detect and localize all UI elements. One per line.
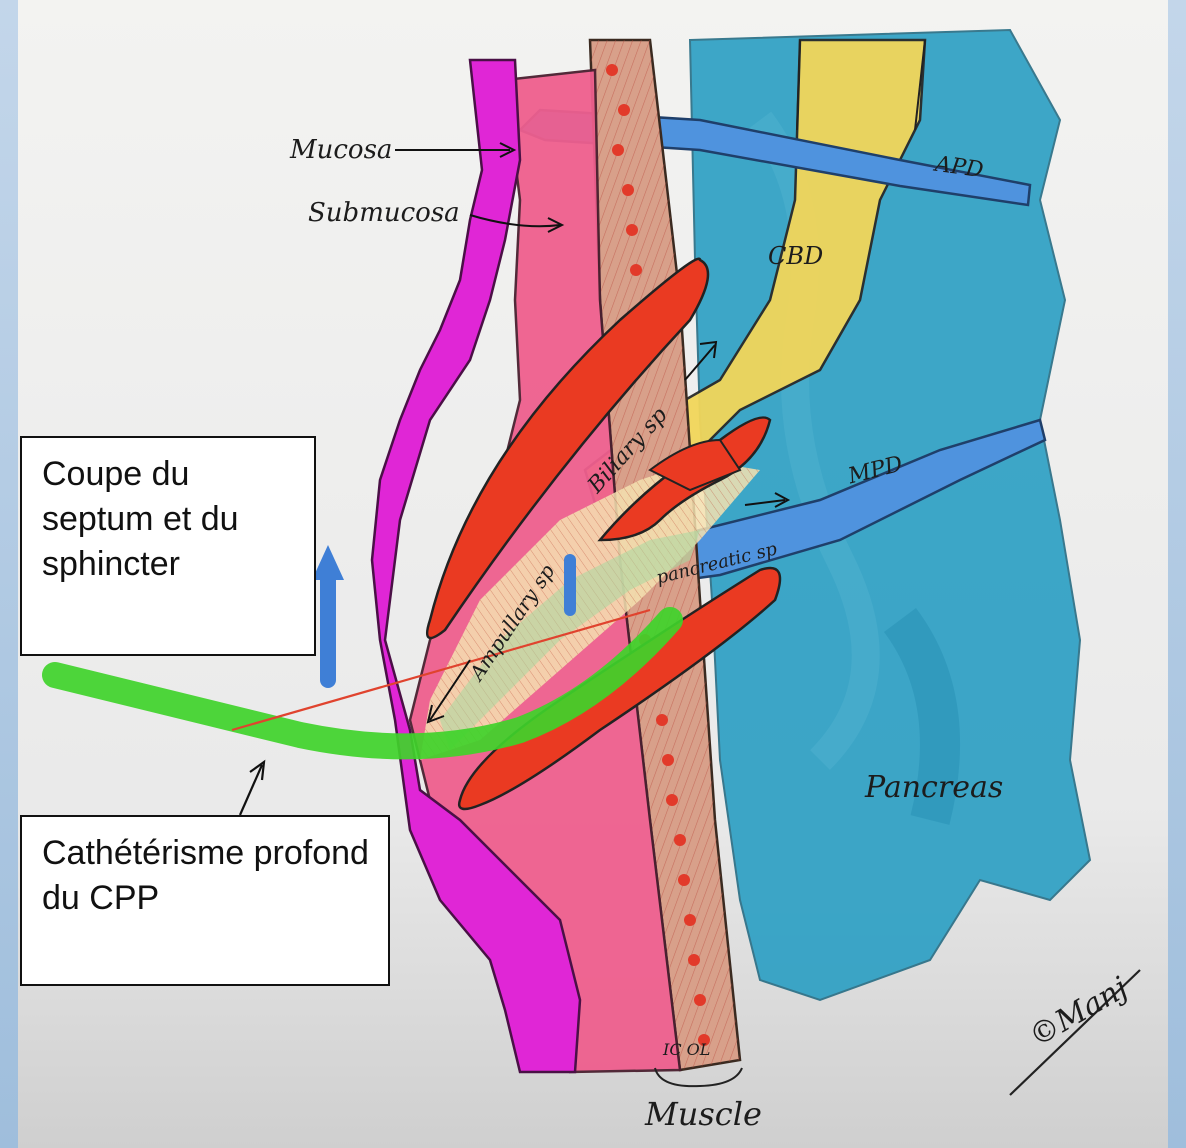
callout-cut: Coupe du septum et du sphincter — [20, 436, 316, 656]
label-mucosa: Mucosa — [290, 135, 392, 165]
label-ic-ol: IC OL — [663, 1040, 710, 1059]
label-muscle: Muscle — [645, 1095, 762, 1133]
label-cbd: CBD — [768, 242, 823, 270]
label-pancreas: Pancreas — [865, 770, 1003, 805]
label-submucosa: Submucosa — [308, 198, 460, 228]
callout-catheter: Cathétérisme profond du CPP — [20, 815, 390, 986]
